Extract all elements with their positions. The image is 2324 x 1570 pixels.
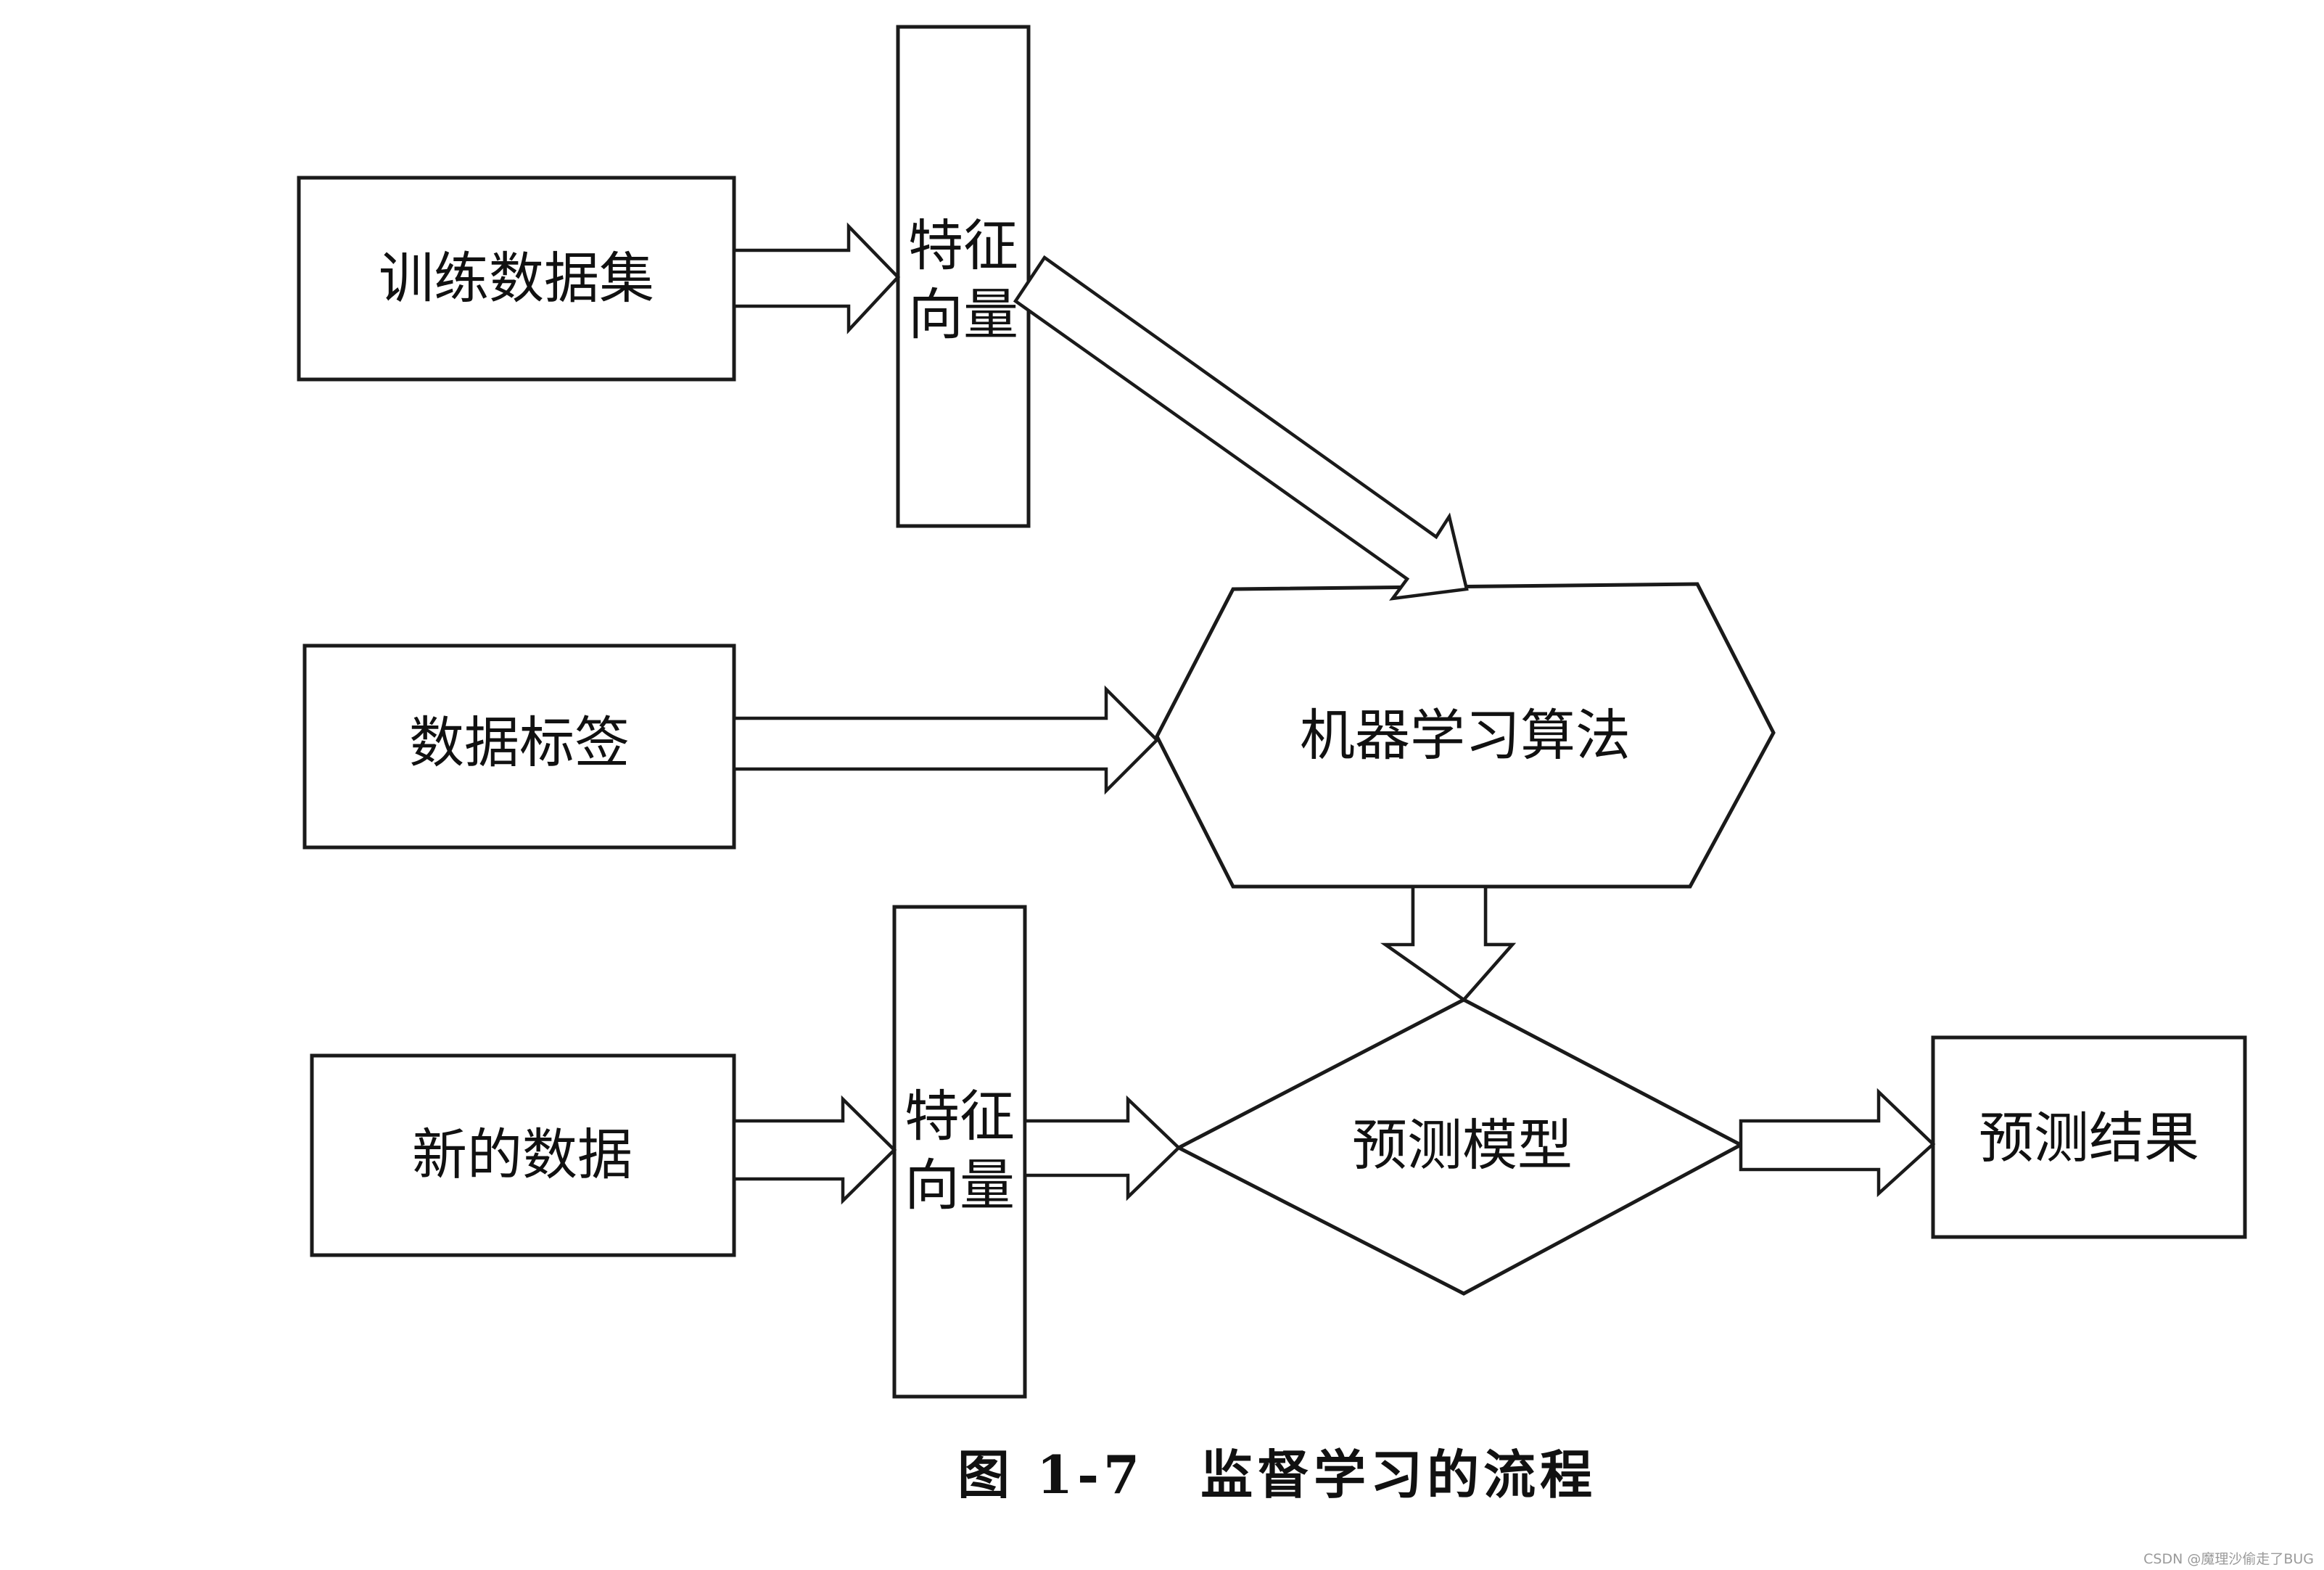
feature-vector-top-label-line1: 特征 xyxy=(908,213,1018,278)
arrow-training-to-feature xyxy=(732,222,901,334)
feature-vector-bottom-label-line2: 向量 xyxy=(905,1153,1015,1217)
new-data-label: 新的数据 xyxy=(412,1122,632,1187)
arrow-model-to-result xyxy=(1739,1088,1936,1198)
arrow-newdata-to-feature xyxy=(732,1095,897,1205)
arrow-feature-to-model xyxy=(1023,1095,1182,1201)
arrow-labels-to-algorithm xyxy=(732,685,1160,795)
ml-algorithm-hexagon xyxy=(1155,582,1776,889)
prediction-result-label: 预测结果 xyxy=(1979,1106,2199,1170)
arrow-algorithm-to-model-head xyxy=(1380,884,1516,1003)
prediction-model-diamond xyxy=(1174,998,1745,1296)
feature-vector-bottom-label-line1: 特征 xyxy=(905,1084,1015,1148)
data-labels-label: 数据标签 xyxy=(409,710,630,775)
prediction-model-label: 预测模型 xyxy=(1352,1113,1573,1178)
watermark: CSDN @魔理沙偷走了BUG xyxy=(2143,1551,2314,1567)
feature-vector-bottom-box xyxy=(892,905,1027,1399)
arrow-feature-to-algorithm xyxy=(1013,255,1469,601)
data-labels-box xyxy=(302,644,736,850)
prediction-result-box xyxy=(1931,1035,2247,1239)
new-data-box xyxy=(310,1053,736,1257)
training-data-box xyxy=(297,176,736,382)
ml-algorithm-label: 机器学习算法 xyxy=(1300,703,1631,768)
feature-vector-top-box xyxy=(896,25,1031,528)
training-data-label: 训练数据集 xyxy=(379,246,654,311)
figure-caption: 图 1-7 监督学习的流程 xyxy=(957,1444,1596,1505)
feature-vector-top-label-line2: 向量 xyxy=(908,282,1018,347)
